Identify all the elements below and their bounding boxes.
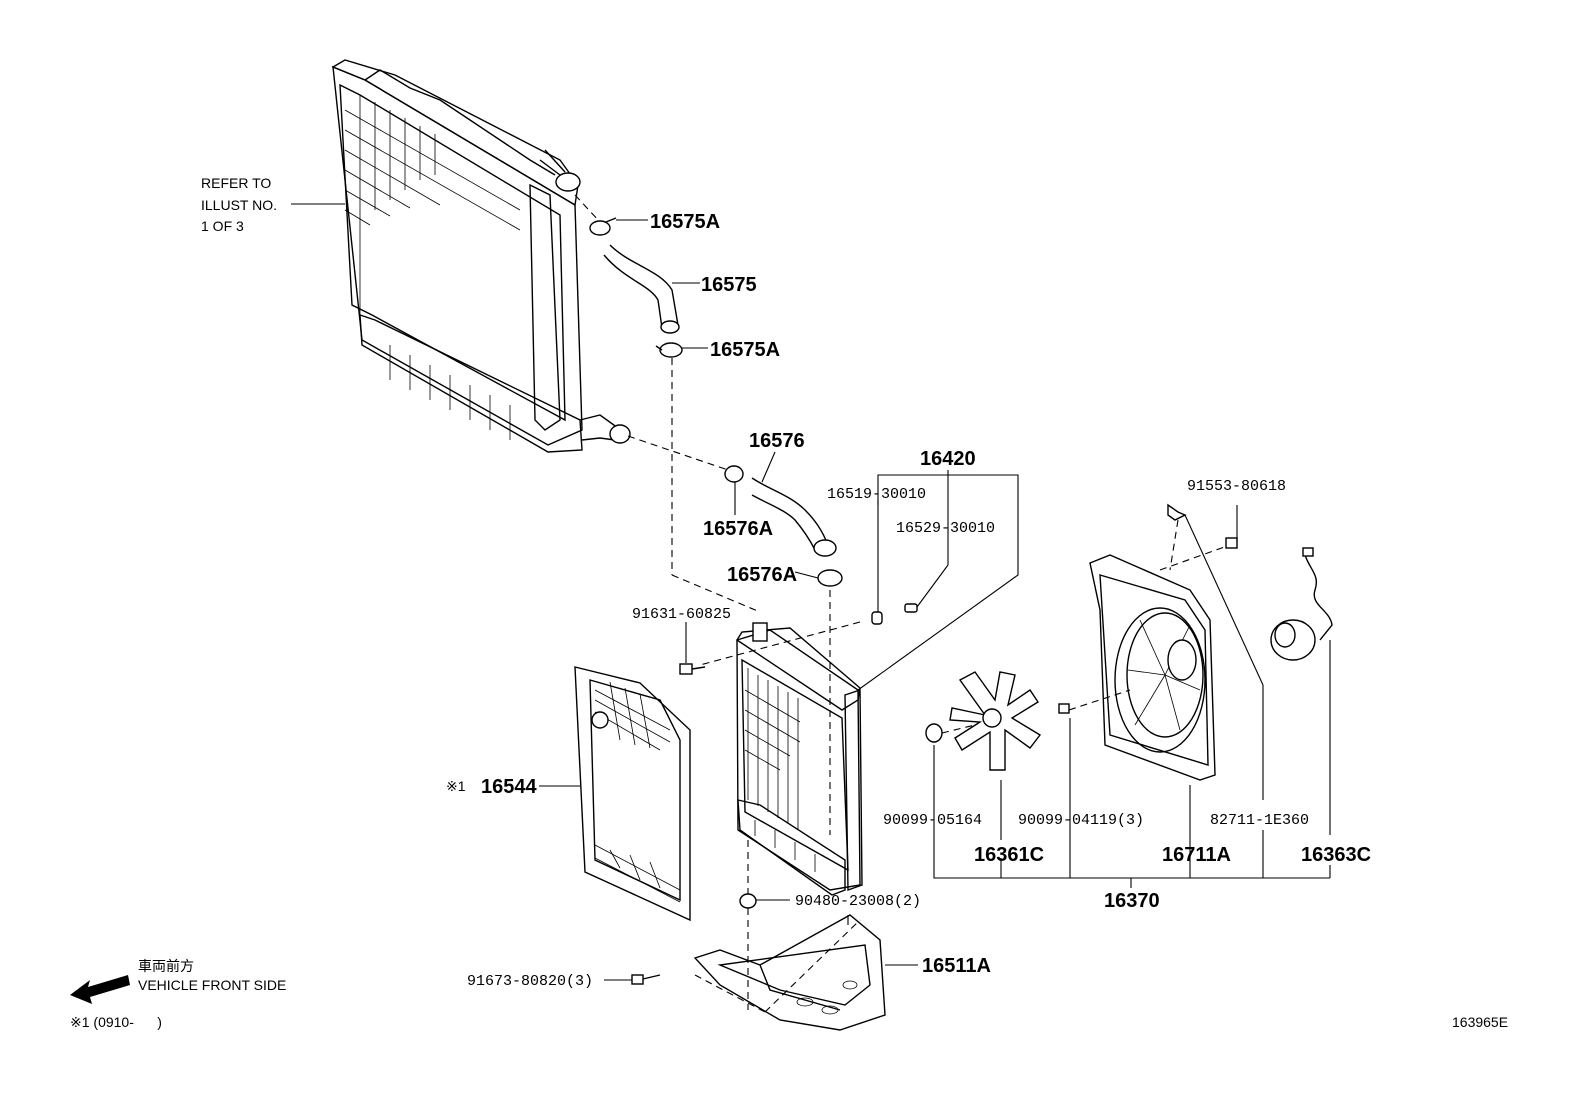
callout-90099-04119: 90099-04119(3): [1018, 812, 1144, 829]
callout-91673-80820: 91673-80820(3): [467, 973, 593, 990]
clip-82711: [1167, 503, 1187, 521]
screw-90099-04119: [1058, 703, 1070, 714]
upper-hose-assembly: [574, 194, 761, 613]
callout-16361C: 16361C: [974, 844, 1044, 866]
refer-note-line3: 1 OF 3: [201, 218, 244, 234]
callout-16576A-left: 16576A: [703, 518, 773, 540]
callout-16576: 16576: [749, 430, 805, 452]
refer-note-line2: ILLUST NO.: [201, 197, 277, 213]
callout-16576A-right: 16576A: [727, 564, 797, 586]
callout-82711-1E360: 82711-1E360: [1210, 812, 1309, 829]
callout-16420: 16420: [920, 448, 976, 470]
callout-16575A-top: 16575A: [650, 211, 720, 233]
callout-90480-23008: 90480-23008(2): [795, 893, 921, 910]
reference-radiator-illustration: [331, 59, 631, 453]
callout-16363C: 16363C: [1301, 844, 1371, 866]
callout-91553-80618: 91553-80618: [1187, 478, 1286, 495]
callout-16575: 16575: [701, 274, 757, 296]
footnote: ※1 (0910- ): [70, 1014, 162, 1030]
fan-shroud-16711A: [1089, 554, 1216, 781]
cushion-90480: [739, 893, 757, 909]
callout-16511A: 16511A: [922, 955, 991, 977]
illustration-code: 163965E: [1452, 1014, 1508, 1030]
shroud-16544: [574, 666, 691, 922]
callout-16575A-bottom: 16575A: [710, 339, 780, 361]
bracket-16511A: [693, 914, 886, 1031]
bolt-91631: [679, 663, 706, 675]
lower-hose-assembly: [627, 435, 843, 835]
fan-16361C: [949, 671, 1042, 771]
callout-16519-30010: 16519-30010: [827, 486, 926, 503]
callout-16711A: 16711A: [1162, 844, 1231, 866]
fan-motor-16363C: [1270, 547, 1333, 661]
callout-16529-30010: 16529-30010: [896, 520, 995, 537]
bolt-91553: [1225, 505, 1238, 549]
refer-note-line1: REFER TO: [201, 175, 271, 191]
callout-90099-05164: 90099-05164: [883, 812, 982, 829]
callout-16544-mark: ※1: [446, 778, 466, 794]
callout-16544: 16544: [481, 776, 537, 798]
callout-16370: 16370: [1104, 890, 1160, 912]
direction-english: VEHICLE FRONT SIDE: [138, 977, 286, 993]
direction-japanese: 車両前方: [138, 958, 194, 974]
vehicle-front-arrow-icon: [70, 975, 130, 1004]
radiator-assembly: [699, 564, 949, 896]
callout-91631-60825: 91631-60825: [632, 606, 731, 623]
bolt-91673: [631, 974, 661, 985]
nut-90099-05164: [925, 723, 943, 743]
